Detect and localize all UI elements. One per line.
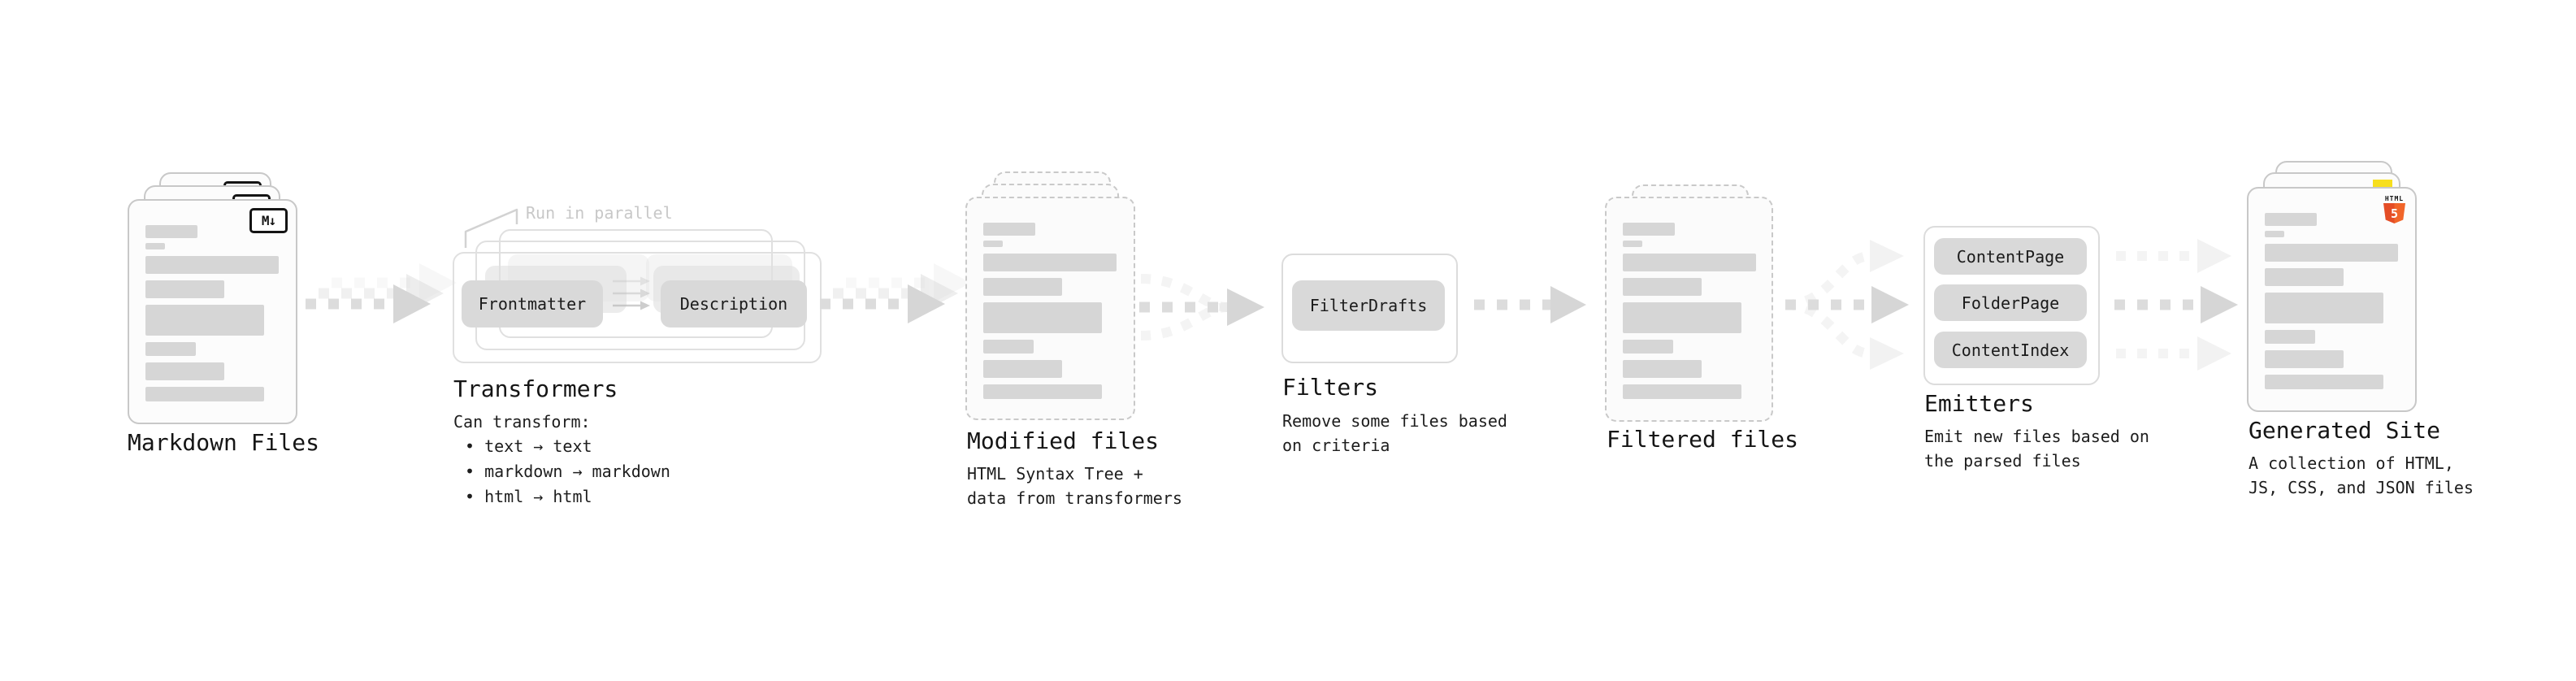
stage-title-filtered-files: Filtered files bbox=[1607, 426, 1799, 453]
placeholder-bar bbox=[983, 340, 1034, 354]
placeholder-bar bbox=[1623, 254, 1756, 271]
arrow-transformers-to-modified bbox=[820, 263, 971, 323]
filtered-file-card-front bbox=[1605, 197, 1773, 422]
placeholder-bar bbox=[1623, 241, 1642, 247]
stage-title-filters: Filters bbox=[1282, 374, 1379, 401]
placeholder-bar bbox=[2265, 293, 2383, 323]
placeholder-bar bbox=[2265, 213, 2317, 226]
arrow-markdown-to-transformers bbox=[306, 263, 457, 323]
stage-title-generated-site: Generated Site bbox=[2249, 417, 2441, 444]
run-in-parallel-leader-line bbox=[464, 208, 518, 248]
transformers-bullet: markdown → markdown bbox=[453, 459, 670, 484]
transformer-box-frontmatter: Frontmatter bbox=[462, 280, 603, 327]
placeholder-bar bbox=[145, 243, 165, 249]
transformers-bullet-list: text → text markdown → markdown html → h… bbox=[453, 434, 670, 510]
filter-box-filterdrafts: FilterDrafts bbox=[1292, 280, 1445, 331]
placeholder-bar bbox=[145, 305, 264, 336]
modified-files-desc: HTML Syntax Tree + data from transformer… bbox=[967, 464, 1182, 508]
placeholder-bar bbox=[1623, 302, 1741, 333]
emitters-desc: Emit new files based on the parsed files bbox=[1924, 427, 2149, 471]
generated-site-desc: A collection of HTML, JS, CSS, and JSON … bbox=[2249, 453, 2474, 497]
arrow-filtered-to-emitters bbox=[1785, 240, 1909, 370]
arrow-modified-to-filters bbox=[1139, 274, 1264, 340]
stage-title-emitters: Emitters bbox=[1924, 390, 2034, 417]
placeholder-bar bbox=[145, 362, 224, 380]
modified-file-card-front bbox=[965, 197, 1135, 420]
placeholder-bar bbox=[2265, 330, 2315, 344]
transformers-bullet: html → html bbox=[453, 484, 670, 510]
generated-file-card-html: HTML 5 bbox=[2247, 187, 2417, 412]
emitter-box-contentpage: ContentPage bbox=[1934, 238, 2087, 275]
placeholder-bar bbox=[2265, 268, 2344, 286]
placeholder-bar bbox=[2265, 231, 2284, 237]
stage-title-transformers: Transformers bbox=[453, 375, 618, 402]
placeholder-bar bbox=[1623, 223, 1675, 236]
placeholder-bar bbox=[983, 241, 1003, 247]
placeholder-bar bbox=[983, 384, 1102, 399]
emitter-box-folderpage: FolderPage bbox=[1934, 284, 2087, 321]
placeholder-bar bbox=[145, 387, 264, 401]
placeholder-bar bbox=[145, 280, 224, 298]
markdown-icon: M↓ bbox=[249, 208, 288, 233]
placeholder-bar bbox=[145, 256, 279, 274]
placeholder-bar bbox=[983, 302, 1102, 333]
placeholder-bar bbox=[145, 342, 196, 356]
placeholder-bar bbox=[983, 223, 1035, 236]
placeholder-bar bbox=[983, 254, 1117, 271]
stage-title-markdown-files: Markdown Files bbox=[128, 429, 320, 456]
placeholder-bar bbox=[1623, 384, 1741, 399]
placeholder-bar bbox=[1623, 360, 1702, 378]
placeholder-bar bbox=[2265, 350, 2344, 368]
html5-icon: HTML 5 bbox=[2383, 195, 2405, 223]
transformers-desc-title: Can transform: bbox=[453, 412, 591, 432]
placeholder-bar bbox=[1623, 278, 1702, 296]
stage-title-modified-files: Modified files bbox=[967, 427, 1160, 454]
placeholder-bar bbox=[983, 278, 1062, 296]
mini-arrows-frontmatter-to-description bbox=[613, 276, 650, 310]
placeholder-bar bbox=[1623, 340, 1673, 354]
placeholder-bar bbox=[145, 225, 197, 238]
run-in-parallel-note: Run in parallel bbox=[526, 203, 673, 223]
filters-desc: Remove some files based on criteria bbox=[1282, 411, 1507, 455]
placeholder-bar bbox=[2265, 375, 2383, 389]
placeholder-bar bbox=[2265, 244, 2398, 262]
emitter-box-contentindex: ContentIndex bbox=[1934, 332, 2087, 368]
arrow-filters-to-filtered bbox=[1474, 286, 1586, 323]
transformer-box-description: Description bbox=[661, 280, 807, 327]
placeholder-bar bbox=[983, 360, 1062, 378]
transformers-bullet: text → text bbox=[453, 434, 670, 459]
arrow-emitters-to-generated bbox=[2114, 239, 2238, 371]
markdown-file-card-front: M↓ bbox=[128, 199, 297, 424]
